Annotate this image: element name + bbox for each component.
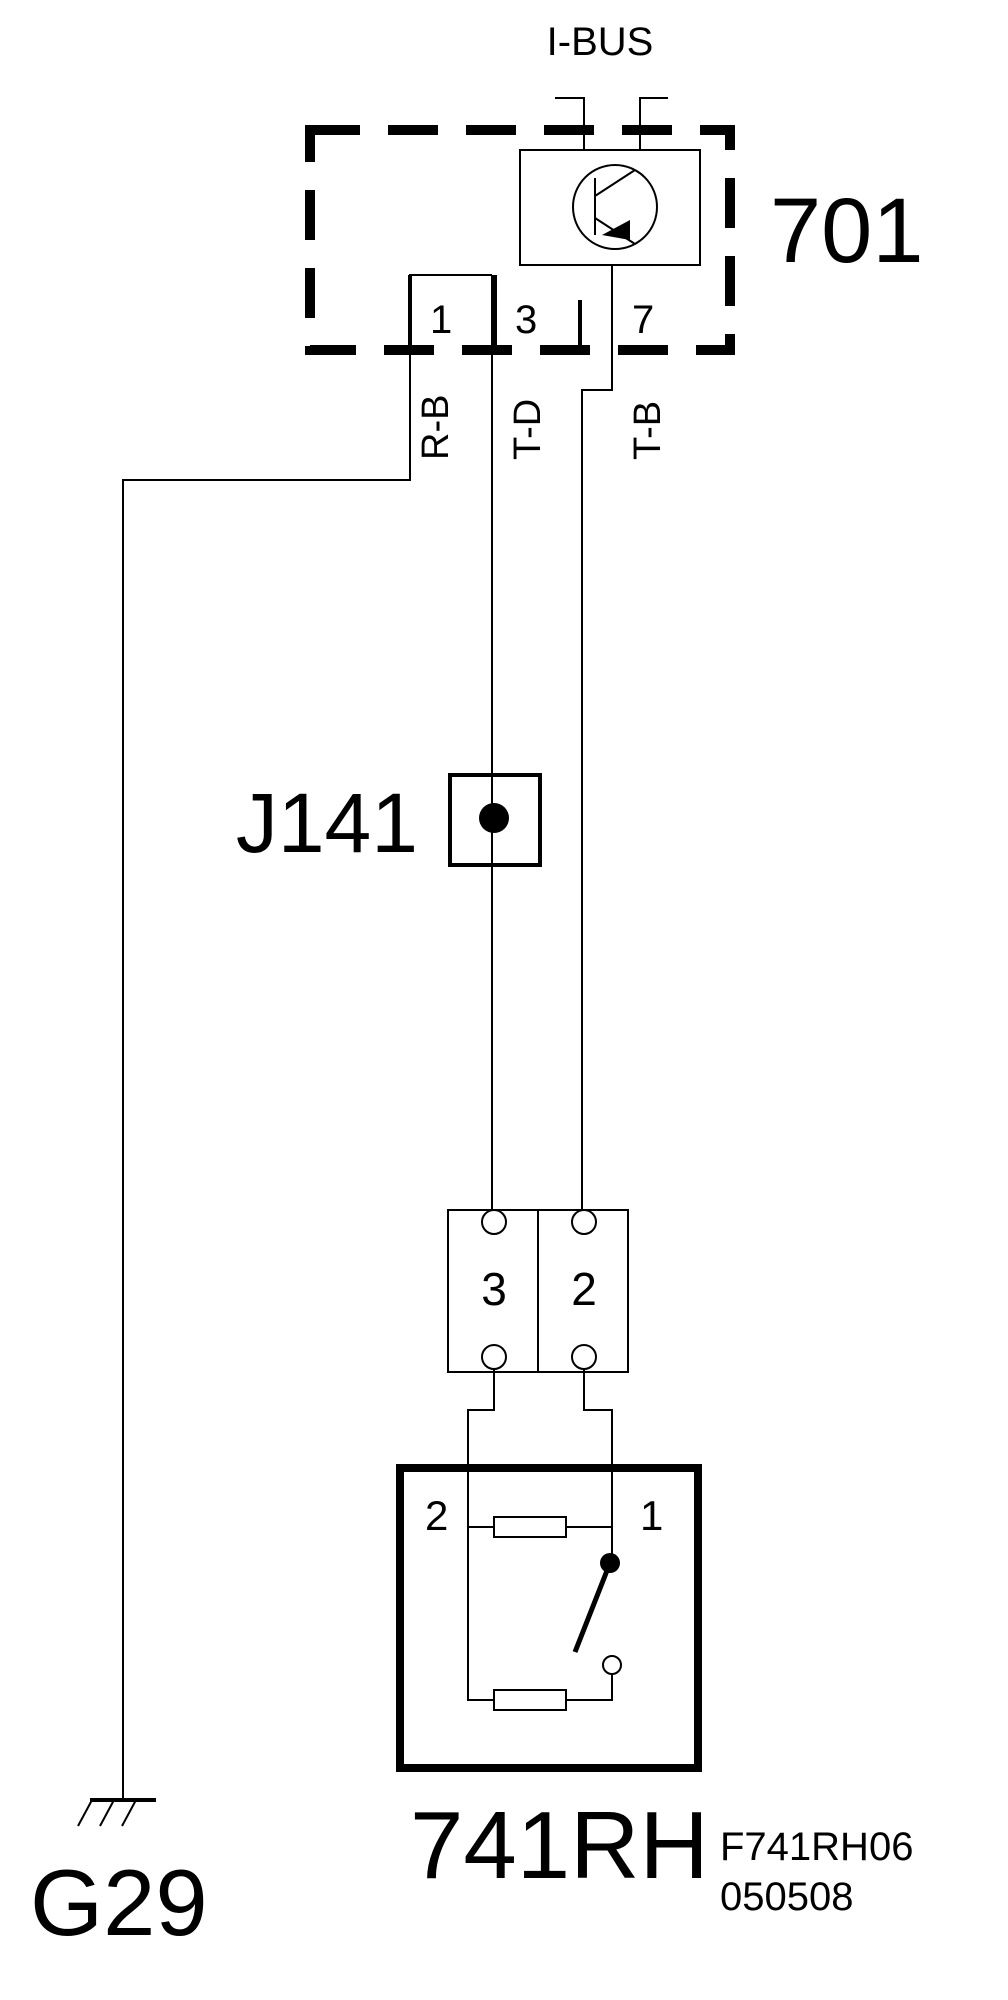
component-pin-1-label: 1: [640, 1492, 663, 1539]
component-pin-2-label: 2: [425, 1492, 448, 1539]
pin-7-label: 7: [632, 298, 654, 342]
connector-terminals: [481, 1209, 597, 1370]
pin-3-label: 3: [515, 298, 537, 342]
wires-to-component: [467, 1369, 613, 1701]
module-701-outline: [305, 125, 735, 355]
wire-t-b: [581, 265, 613, 1210]
module-inner-box: [519, 149, 701, 266]
bus-label: I-BUS: [547, 20, 654, 64]
bus-terminals: [555, 97, 668, 150]
pin-1-label: 1: [430, 298, 452, 342]
ground-icon: [77, 1798, 156, 1827]
component-id-label: 741RH: [410, 1792, 709, 1899]
switch-icon: [572, 1553, 622, 1675]
ground-id-label: G29: [30, 1850, 208, 1955]
connector-pin-2-label: 2: [571, 1263, 597, 1315]
transistor-icon: [572, 164, 658, 250]
resistor-top: [468, 1516, 612, 1538]
wire-label-t-b: T-B: [627, 401, 669, 460]
resistor-bottom: [468, 1689, 612, 1711]
wire-label-t-d: T-D: [507, 399, 549, 460]
component-box: [396, 1464, 702, 1772]
drawing-ref-label: F741RH06: [720, 1825, 913, 1869]
wire-label-r-b: R-B: [415, 395, 457, 460]
splice-id-label: J141: [236, 776, 418, 870]
splice-dot: [479, 803, 509, 833]
module-id-label: 701: [770, 180, 924, 282]
wire-r-b: [122, 274, 492, 1800]
drawing-date-label: 050508: [720, 1875, 853, 1919]
connector-pin-3-label: 3: [481, 1263, 507, 1315]
